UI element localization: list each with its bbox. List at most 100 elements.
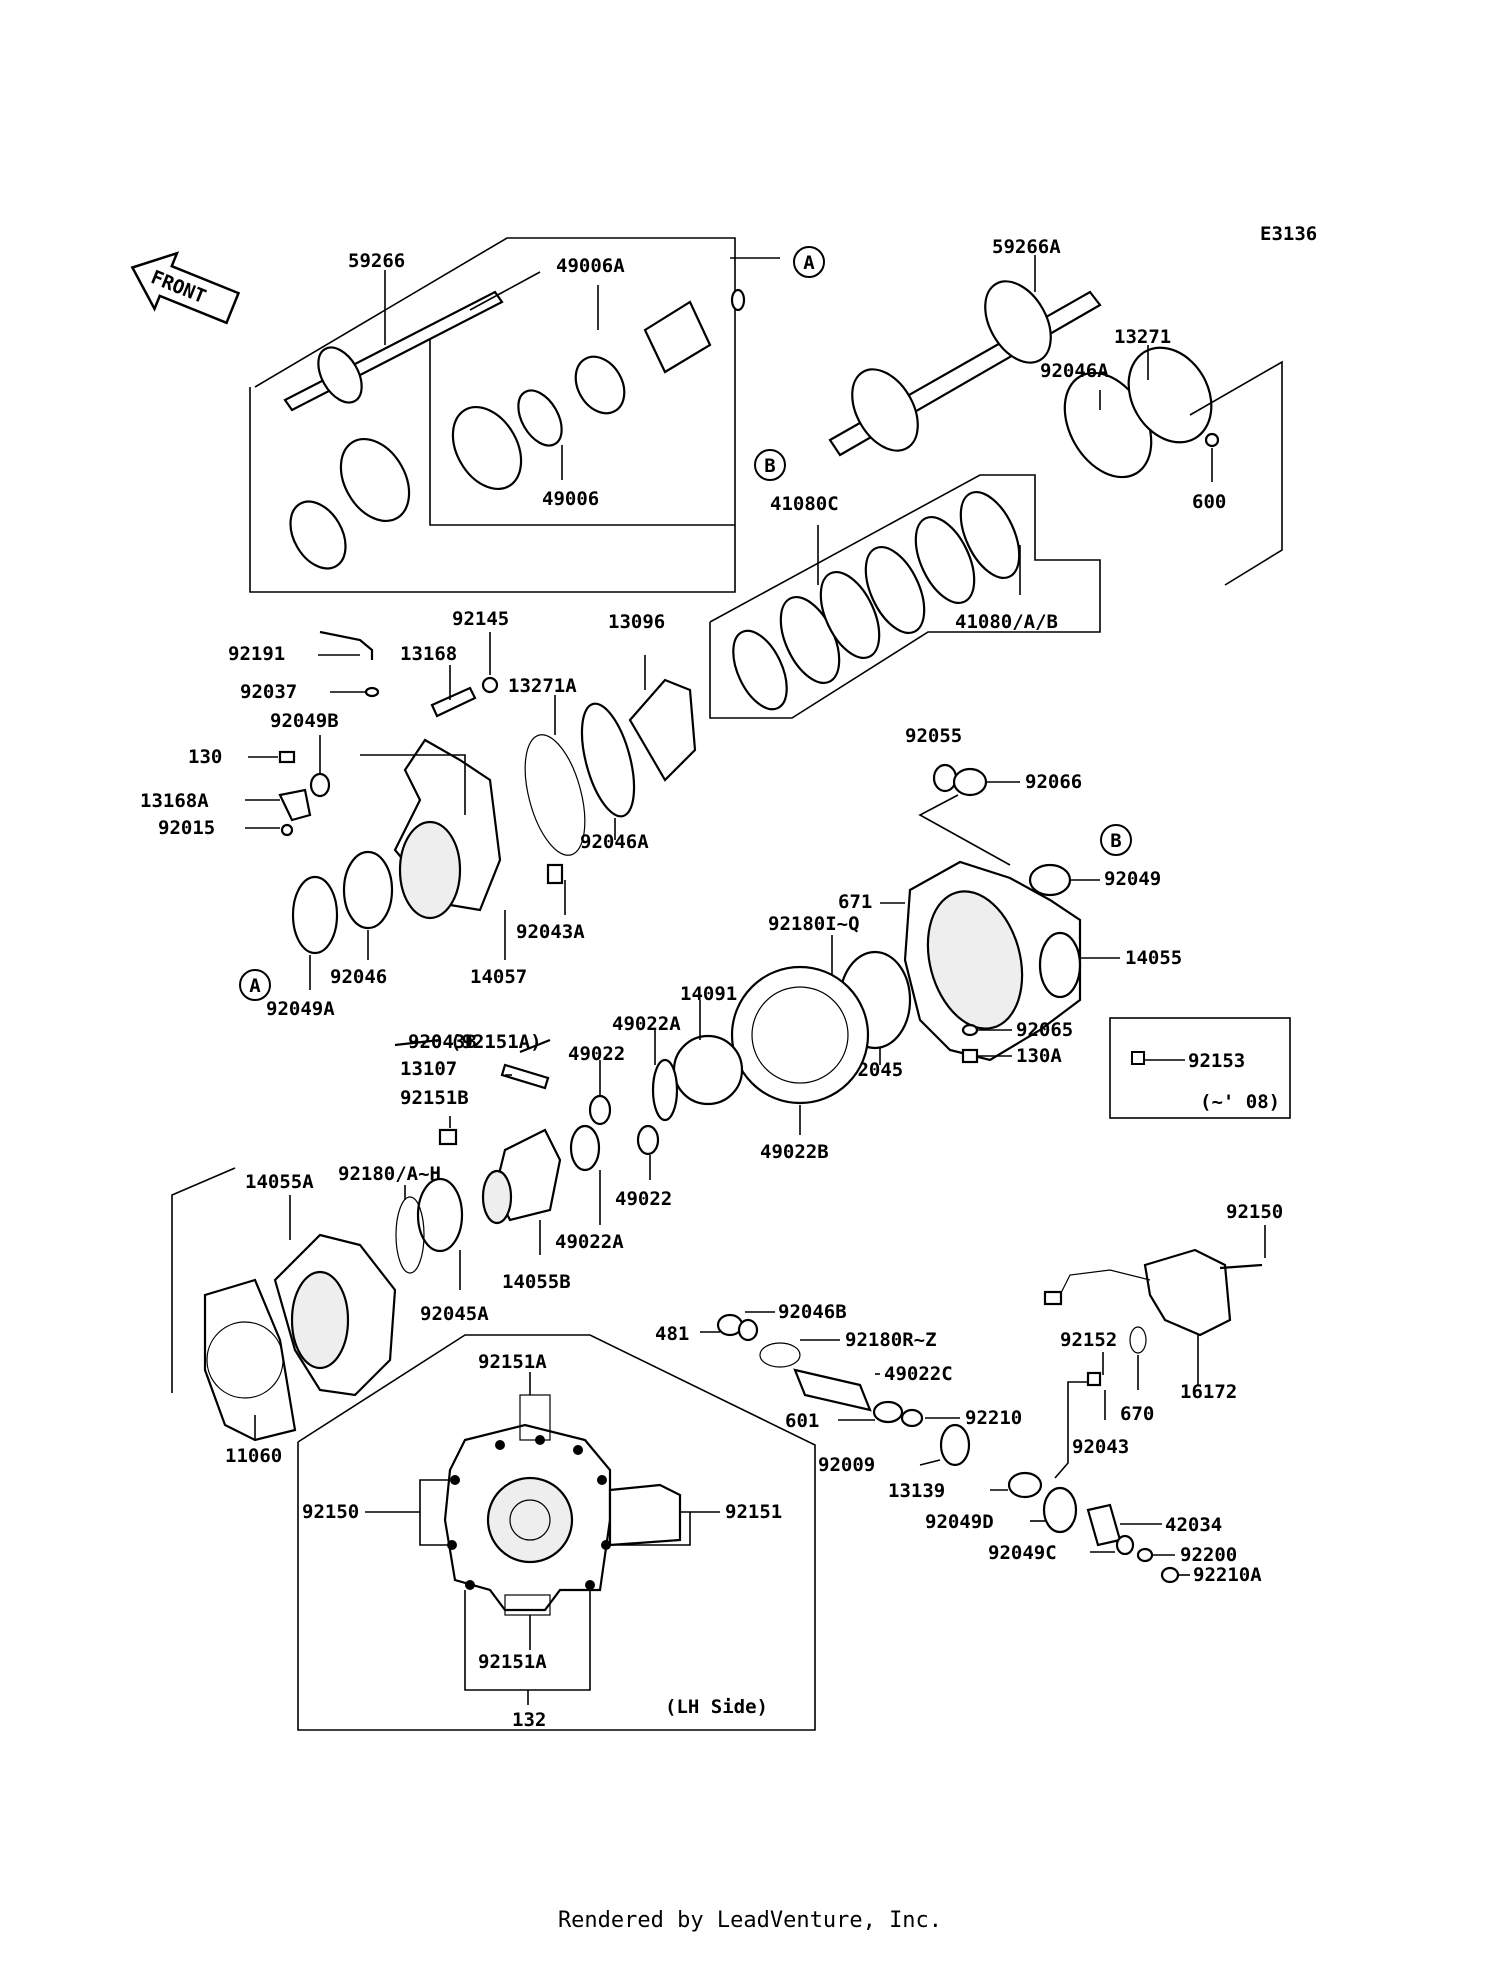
shaft-13168 <box>430 686 477 718</box>
washer-92065 <box>961 1023 979 1037</box>
note-years: (~' 08) <box>1200 1091 1280 1113</box>
output-flange-group <box>990 1471 1190 1584</box>
label-14057: 14057 <box>470 966 527 988</box>
svg-text:B: B <box>1110 830 1121 852</box>
bearing-92046 <box>342 850 394 930</box>
label-92153: 92153 <box>1188 1050 1245 1072</box>
seal-92066 <box>952 767 988 797</box>
clip-92037 <box>364 686 380 698</box>
label-92151A-box-bot: 92151A <box>478 1651 547 1673</box>
label-49022A-top: 49022A <box>612 1013 681 1035</box>
actuator-group <box>1043 1225 1266 1479</box>
outer-joint-housing <box>643 300 712 374</box>
connector <box>1043 1290 1063 1306</box>
boot-59266 <box>339 437 411 523</box>
sensor-13168A <box>278 788 312 822</box>
label-92150-box: 92150 <box>302 1501 359 1523</box>
housing-bore <box>398 820 462 920</box>
housing-14055A-group <box>171 1167 397 1442</box>
clutch-frame-outline <box>709 474 1101 719</box>
side-gear-49022A-bot <box>569 1124 601 1172</box>
label-49022B: 49022B <box>760 1141 829 1163</box>
label-92150-right: 92150 <box>1226 1201 1283 1223</box>
lh-bolt-stack-bottom <box>504 1594 551 1616</box>
clutch-plate <box>819 570 881 660</box>
label-59266: 59266 <box>348 250 405 272</box>
label-92043: 92043 <box>1072 1436 1129 1458</box>
label-92065: 92065 <box>1016 1019 1073 1041</box>
shaft-boot-outer <box>317 346 363 404</box>
shim-92180A-H <box>395 1196 425 1274</box>
label-13271A: 13271A <box>508 675 577 697</box>
callout-a-left: A <box>239 969 271 1001</box>
front-arrow-icon: FRONT <box>130 251 241 325</box>
leader <box>612 1511 691 1546</box>
ring-gear-inner <box>751 986 849 1084</box>
label-92210: 92210 <box>965 1407 1022 1429</box>
label-481: 481 <box>655 1323 689 1345</box>
label-601: 601 <box>785 1410 819 1432</box>
ball-600 <box>1204 432 1220 448</box>
inner-boot <box>851 368 919 452</box>
left-drive-shaft-group <box>249 237 780 593</box>
callout-b-right: B <box>1100 824 1132 856</box>
label-92043B: 92043B <box>408 1031 477 1053</box>
svg-text:A: A <box>803 252 815 274</box>
snap-ring-92055 <box>932 763 958 793</box>
clutch-plate <box>914 515 976 605</box>
boot-49006 <box>451 405 523 491</box>
label-92045A: 92045A <box>420 1303 489 1325</box>
label-92180IQ: 92180I~Q <box>768 913 860 935</box>
bolt-92150 <box>1219 1263 1263 1270</box>
label-92046A-mid: 92046A <box>580 831 649 853</box>
actuator-frame-outline <box>1054 1381 1088 1479</box>
right-drive-shaft-group <box>828 255 1283 586</box>
label-49022-top: 49022 <box>568 1043 625 1065</box>
lh-bolt <box>597 1475 607 1485</box>
label-14055: 14055 <box>1125 947 1182 969</box>
lh-bolt <box>573 1445 583 1455</box>
label-49022A-bot: 49022A <box>555 1231 624 1253</box>
label-92191: 92191 <box>228 643 285 665</box>
nut-92210A <box>1160 1566 1180 1584</box>
svg-text:B: B <box>764 455 775 477</box>
seal-92049D <box>1042 1486 1078 1534</box>
label-13271: 13271 <box>1114 326 1171 348</box>
lh-housing-bore <box>486 1476 574 1564</box>
circlip <box>730 288 746 312</box>
label-92151A-paren: (92151A) <box>450 1031 542 1053</box>
clutch-plate <box>959 490 1021 580</box>
band-clamp <box>289 500 347 570</box>
sensor-frame-outline <box>360 754 466 815</box>
rendered-by-footer: Rendered by LeadVenture, Inc. <box>557 1908 943 1933</box>
label-92066: 92066 <box>1025 771 1082 793</box>
spring-92145 <box>481 676 499 694</box>
lh-bolt <box>465 1580 475 1590</box>
label-11060: 11060 <box>225 1445 282 1467</box>
label-671: 671 <box>838 891 872 913</box>
clutch-hub-13096 <box>628 678 697 782</box>
seal-92049 <box>1028 863 1072 897</box>
lh-side-frame <box>297 1334 816 1731</box>
bolt-130A <box>961 1048 979 1064</box>
pinion-shaft-group <box>700 1311 971 1467</box>
label-92151-box: 92151 <box>725 1501 782 1523</box>
gear-13139 <box>1007 1471 1043 1499</box>
pin-92043B <box>519 1038 551 1054</box>
label-13107: 13107 <box>400 1058 457 1080</box>
label-670: 670 <box>1120 1403 1154 1425</box>
shaft-frame-outline <box>249 237 736 593</box>
label-49006A: 49006A <box>556 255 625 277</box>
differential-group <box>395 965 870 1290</box>
label-13139: 13139 <box>888 1480 945 1502</box>
cv-joint-49006A <box>574 355 626 415</box>
bolt-92151A <box>394 1038 441 1047</box>
label-92046B: 92046B <box>778 1301 847 1323</box>
drive-shaft-59266 <box>283 290 504 412</box>
lh-bolt <box>495 1440 505 1450</box>
seal-92049B <box>309 772 331 798</box>
actuator-wire <box>1059 1269 1151 1296</box>
label-130: 130 <box>188 746 222 768</box>
seal-92046B <box>737 1318 759 1342</box>
